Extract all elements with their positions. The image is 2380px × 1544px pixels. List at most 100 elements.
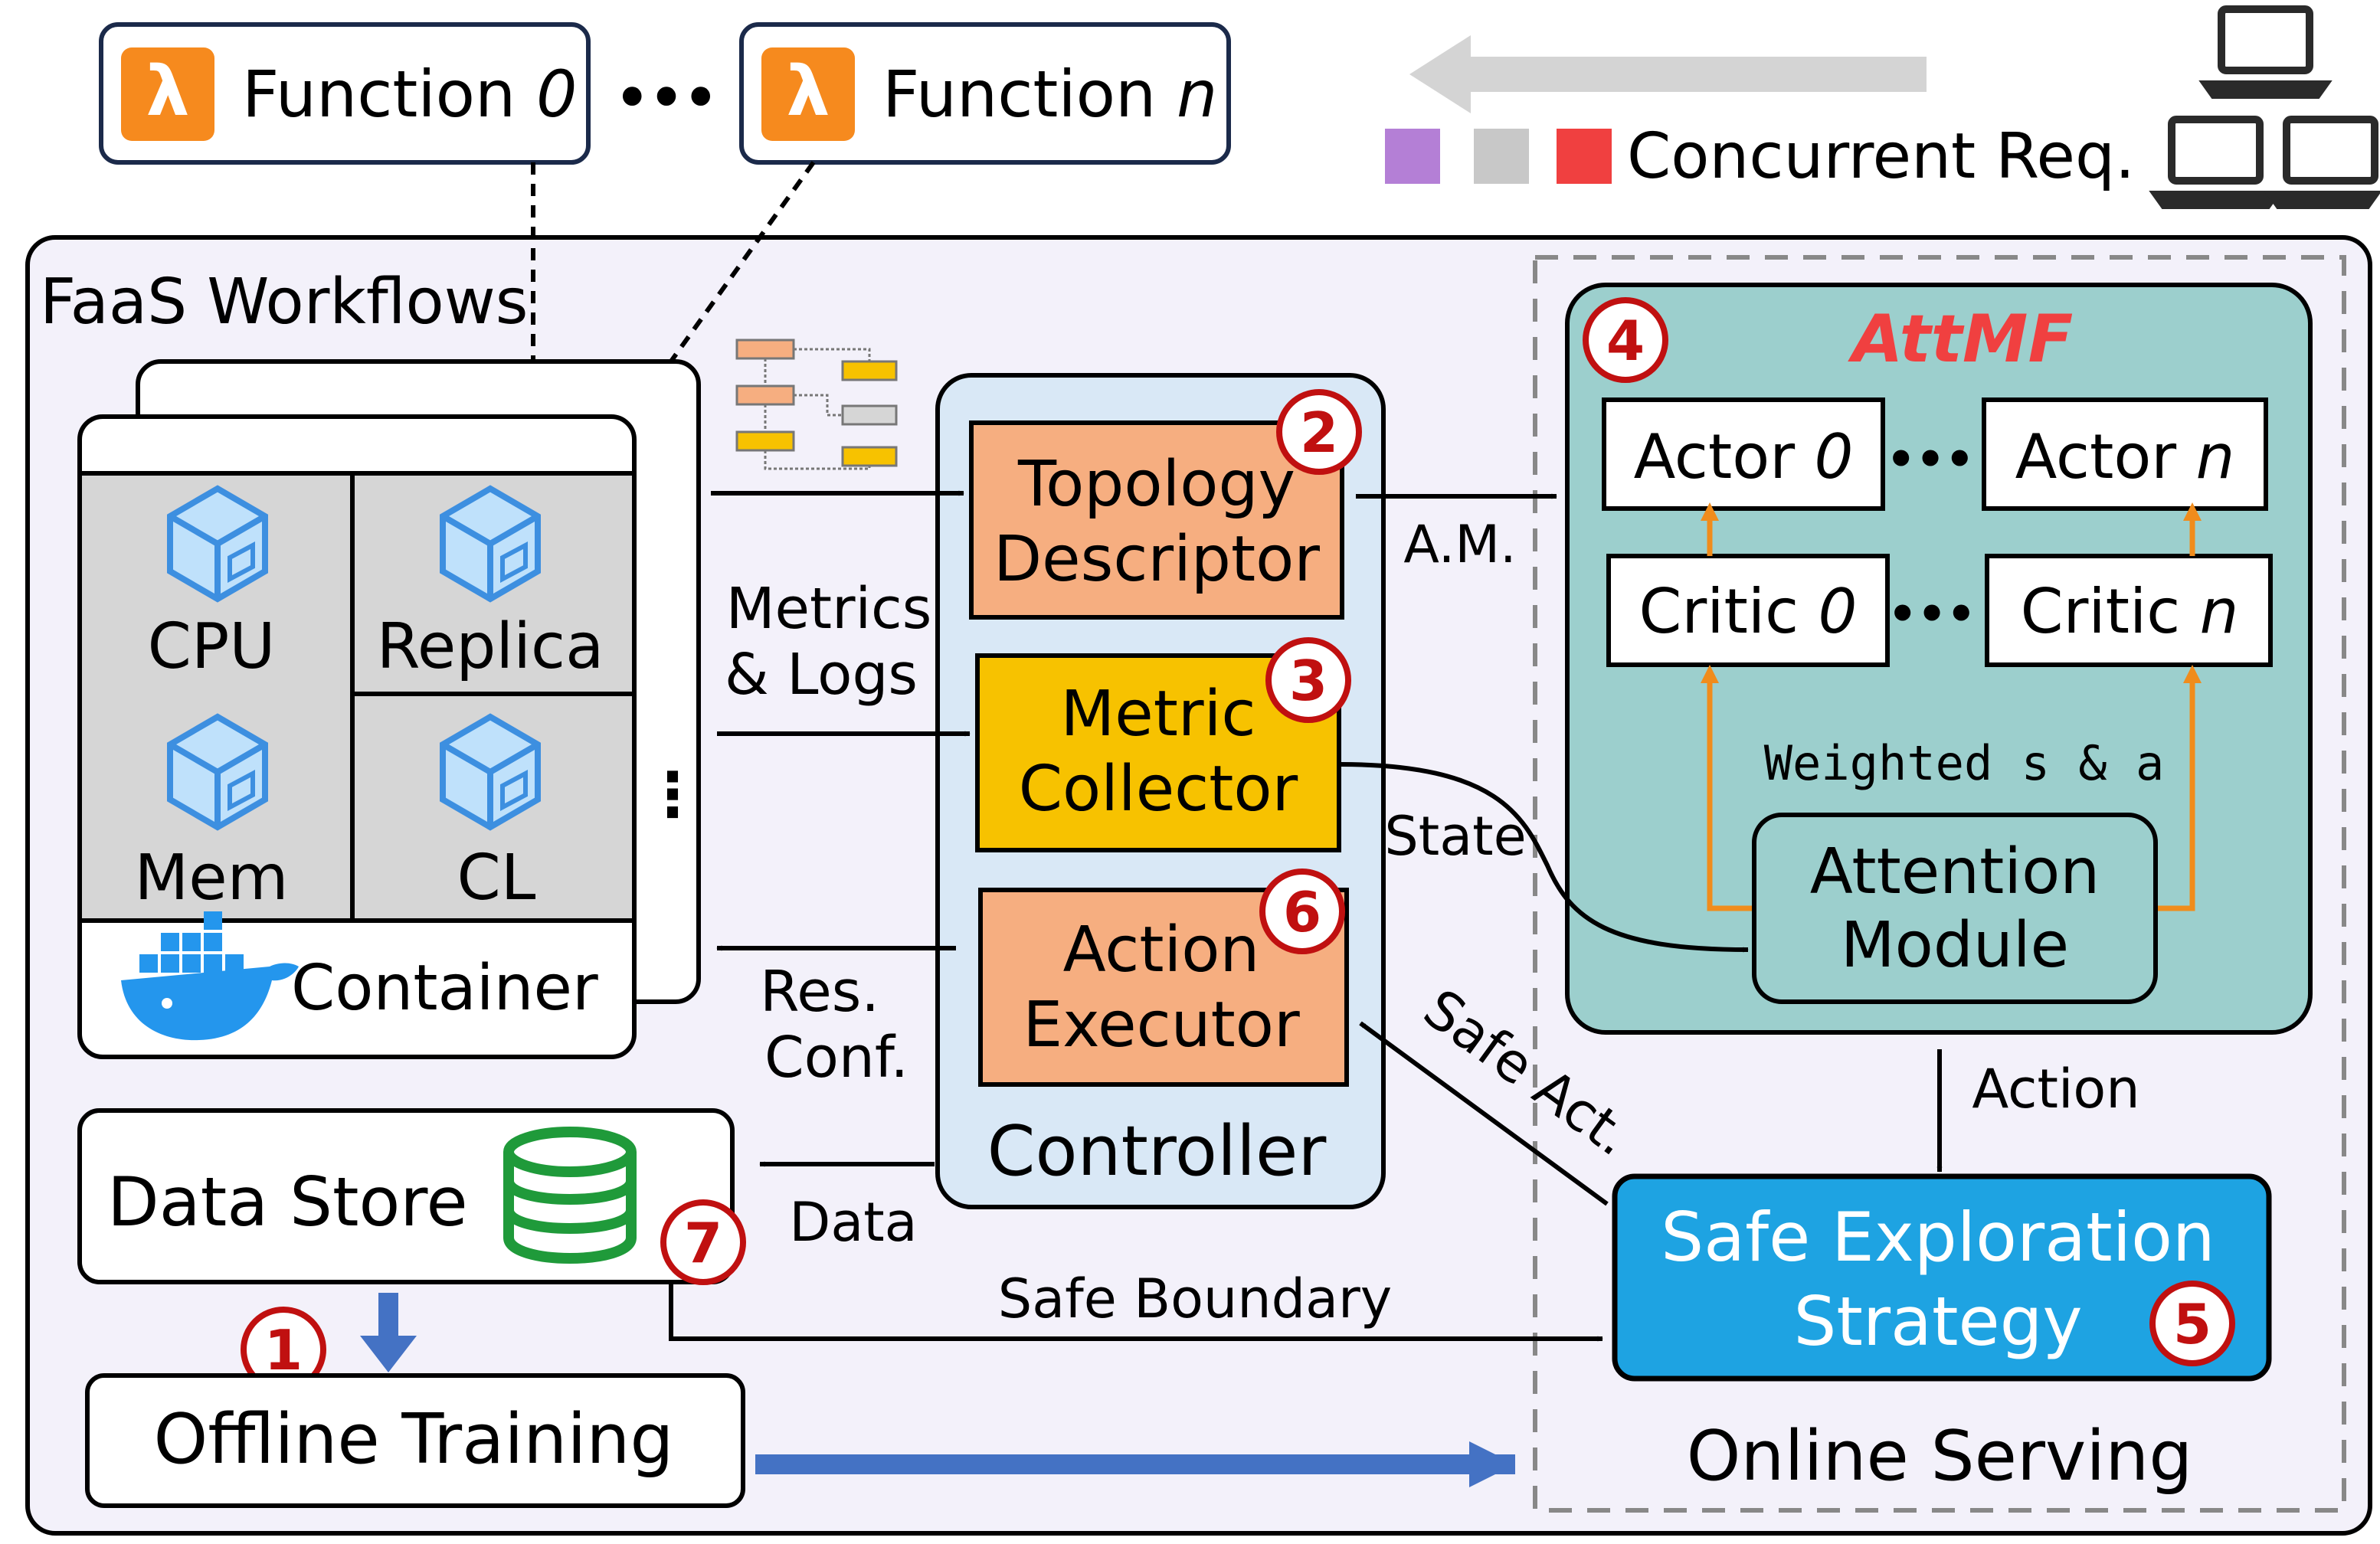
containers-more: ⋮ <box>642 759 703 830</box>
actor-n-index: n <box>2196 421 2235 492</box>
concurrent-req-label: Concurrent Req. <box>1627 120 2135 193</box>
svg-text:Critic 0: Critic 0 <box>1639 576 1858 647</box>
safe-boundary-label: Safe Boundary <box>998 1268 1392 1330</box>
topology-descriptor <box>969 420 1344 620</box>
database-icon <box>503 1127 637 1264</box>
badge-2 <box>1276 389 1362 475</box>
mem-label: Mem <box>134 842 288 914</box>
actor-0-box <box>1602 397 1885 511</box>
metrics-label-line1: Metrics <box>726 576 932 642</box>
weighted-label: Weighted s & a <box>1764 735 2165 791</box>
badge-7-text: 7 <box>684 1211 722 1275</box>
state-arrow <box>1340 762 1749 953</box>
container-label: Container <box>291 952 598 1025</box>
conf-label: Conf. <box>764 1025 908 1091</box>
safe-strategy-line1: Safe Exploration <box>1661 1198 2215 1277</box>
collector-line1: Metric <box>1061 678 1256 751</box>
training-down-arrowhead <box>360 1336 417 1372</box>
cube-icon <box>167 713 268 831</box>
function-0-index: 0 <box>536 57 577 132</box>
arrowhead-orange <box>1701 665 1719 683</box>
svg-text:Function n: Function n <box>882 57 1217 132</box>
executor-line2: Executor <box>1023 989 1300 1062</box>
cl-label: CL <box>457 842 536 914</box>
offline-training <box>85 1373 745 1508</box>
faas-workflows-title: FaaS Workflows <box>40 266 529 339</box>
lambda-icon <box>761 47 855 141</box>
critics-ellipsis: ••• <box>1887 587 1976 641</box>
laptop-icon <box>2149 116 2283 209</box>
actors-ellipsis: ••• <box>1886 433 1974 486</box>
cpu-label: CPU <box>148 610 276 683</box>
badge-4-text: 4 <box>1606 309 1645 373</box>
function-n-label: Function <box>882 57 1177 132</box>
data-label: Data <box>789 1191 917 1254</box>
request-arrow <box>1409 35 1927 113</box>
action-label: Action <box>1972 1058 2139 1120</box>
replica-label: Replica <box>377 610 604 683</box>
executor-line1: Action <box>1063 914 1260 986</box>
data-store-label: Data Store <box>107 1163 468 1241</box>
attmf-title: AttMF <box>1848 301 2073 378</box>
cube-icon <box>167 485 268 603</box>
request-swatch-purple <box>1385 129 1440 184</box>
badge-7 <box>660 1199 746 1285</box>
actor-n-box <box>1982 397 2268 511</box>
badge-1-text: 1 <box>264 1318 303 1382</box>
svg-text:Function 0: Function 0 <box>242 57 577 132</box>
svg-text:λ: λ <box>787 51 830 132</box>
docker-icon <box>121 911 299 1041</box>
safe-exploration-strategy <box>1612 1173 2272 1382</box>
functions-ellipsis: ••• <box>615 67 718 129</box>
collector-line2: Collector <box>1019 753 1298 826</box>
function-n-index: n <box>1177 57 1217 132</box>
critic-to-actor-arrows <box>1707 518 2195 911</box>
badge-5 <box>2149 1281 2235 1366</box>
badge-4 <box>1583 297 1668 383</box>
metrics-label-line2: & Logs <box>725 642 918 708</box>
attention-module <box>1752 813 2158 1004</box>
cube-icon <box>440 485 541 603</box>
critic-n-index: n <box>2200 576 2239 647</box>
badge-2-text: 2 <box>1300 401 1338 465</box>
critic-0-index: 0 <box>1819 576 1858 647</box>
arrowhead-orange <box>1701 502 1719 521</box>
arrowhead-orange <box>2183 665 2202 683</box>
function-n-box: λ Function n <box>739 22 1231 165</box>
request-swatch-red <box>1557 129 1612 184</box>
topology-thumbnail-icon <box>735 339 898 470</box>
badge-5-text: 5 <box>2173 1292 2211 1356</box>
svg-text:Actor 0: Actor 0 <box>1634 421 1854 492</box>
badge-3-text: 3 <box>1289 649 1327 713</box>
am-label: A.M. <box>1403 515 1516 575</box>
cube-icon <box>440 713 541 831</box>
online-serving-label: Online Serving <box>1687 1416 2193 1497</box>
safe-act-arrow <box>1359 1021 1609 1206</box>
badge-6-text: 6 <box>1283 880 1321 944</box>
attention-line2: Module <box>1841 909 2069 982</box>
badge-6 <box>1259 869 1345 954</box>
laptop-icon <box>2198 5 2333 99</box>
online-serving-region <box>1533 255 2346 1513</box>
controller-label: Controller <box>987 1111 1327 1192</box>
actor-0-index: 0 <box>1815 421 1854 492</box>
safe-boundary-arrow <box>669 1282 1603 1342</box>
svg-text:Actor n: Actor n <box>2015 421 2235 492</box>
res-label: Res. <box>760 959 879 1025</box>
safe-strategy-line2: Strategy <box>1793 1282 2082 1361</box>
badge-3 <box>1265 637 1351 723</box>
metric-collector <box>975 653 1341 852</box>
lambda-icon <box>121 47 214 141</box>
topology-line1: Topology <box>1017 448 1295 521</box>
actor-n-label: Actor <box>2015 421 2196 492</box>
critic-0-label: Critic <box>1639 576 1819 647</box>
actor-0-label: Actor <box>1634 421 1815 492</box>
laptop-icon <box>2264 116 2380 209</box>
offline-training-label: Offline Training <box>154 1399 674 1480</box>
topology-line2: Descriptor <box>994 523 1320 596</box>
state-label: State <box>1384 805 1526 868</box>
request-swatch-gray <box>1474 129 1529 184</box>
function-0-box: λ Function 0 <box>99 22 591 165</box>
data-store <box>77 1108 735 1284</box>
